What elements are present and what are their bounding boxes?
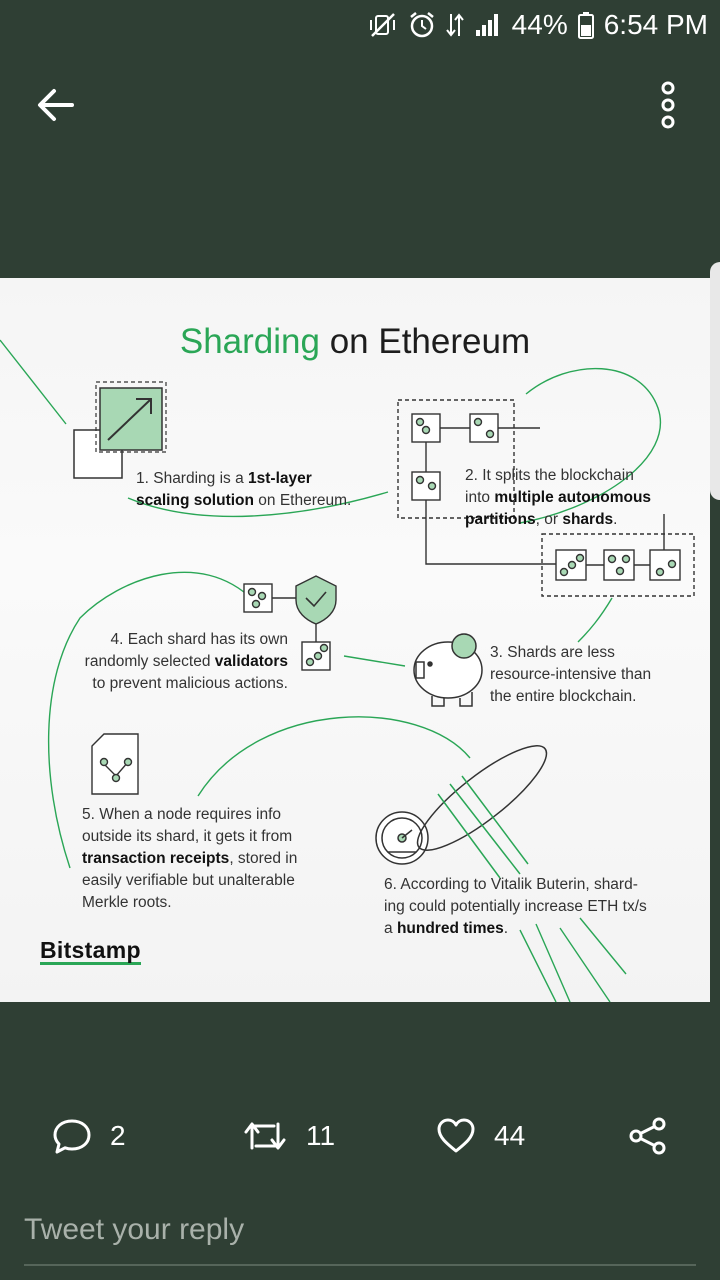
toolbar <box>0 50 720 160</box>
retweet-button[interactable]: 11 <box>242 1116 335 1156</box>
share-button[interactable] <box>628 1116 668 1156</box>
clock: 6:54 PM <box>603 9 708 40</box>
more-options-button[interactable] <box>646 78 690 134</box>
like-count: 44 <box>494 1120 526 1151</box>
infographic-lines <box>0 339 695 1002</box>
signal-icon <box>475 14 498 36</box>
alarm-icon <box>409 12 434 38</box>
reply-button[interactable]: 2 <box>52 1116 126 1156</box>
retweet-icon <box>244 1122 286 1150</box>
mute-vibrate-icon <box>369 13 395 37</box>
caption-6: 6. According to Vitalik Buterin, shard- … <box>384 876 647 937</box>
like-button[interactable]: 44 <box>436 1116 525 1156</box>
reply-icon <box>53 1119 91 1154</box>
infographic-title: Sharding on Ethereum <box>179 322 531 361</box>
reply-count: 2 <box>110 1120 126 1151</box>
heart-icon <box>437 1118 475 1153</box>
piggy-bank-icon <box>413 633 483 707</box>
scaling-box-icon <box>73 381 167 479</box>
battery-icon <box>577 12 594 39</box>
battery-percent: 44% <box>511 9 568 40</box>
validator-shield-icon <box>243 575 337 671</box>
back-button[interactable] <box>28 80 84 130</box>
arrow-left-icon <box>38 89 74 121</box>
merkle-document-icon <box>91 733 139 795</box>
caption-5: 5. When a node requires info outside its… <box>82 806 298 911</box>
status-bar: 44% 6:54 PM <box>0 0 720 50</box>
share-icon <box>629 1117 666 1155</box>
tweet-actions: 2 11 44 <box>0 1100 720 1172</box>
caption-4: 4. Each shard has its own randomly selec… <box>84 631 288 692</box>
bitstamp-logo: Bitstamp <box>40 937 141 965</box>
blockchain-shards-icon <box>397 399 695 597</box>
caption-1: 1. Sharding is a 1st-layer scaling solut… <box>136 470 352 509</box>
scroll-handle[interactable] <box>710 262 720 500</box>
data-arrows-icon <box>445 13 464 37</box>
retweet-count: 11 <box>306 1120 336 1151</box>
vertical-dots-icon <box>661 81 675 129</box>
caption-3: 3. Shards are less resource-intensive th… <box>490 644 652 705</box>
speedometer-icon <box>375 745 548 879</box>
reply-input[interactable]: Tweet your reply <box>24 1208 696 1266</box>
caption-2: 2. It splits the blockchain into multipl… <box>465 467 652 528</box>
tweet-image[interactable]: Sharding on Ethereum 1. Sharding is a 1s… <box>0 278 710 1002</box>
